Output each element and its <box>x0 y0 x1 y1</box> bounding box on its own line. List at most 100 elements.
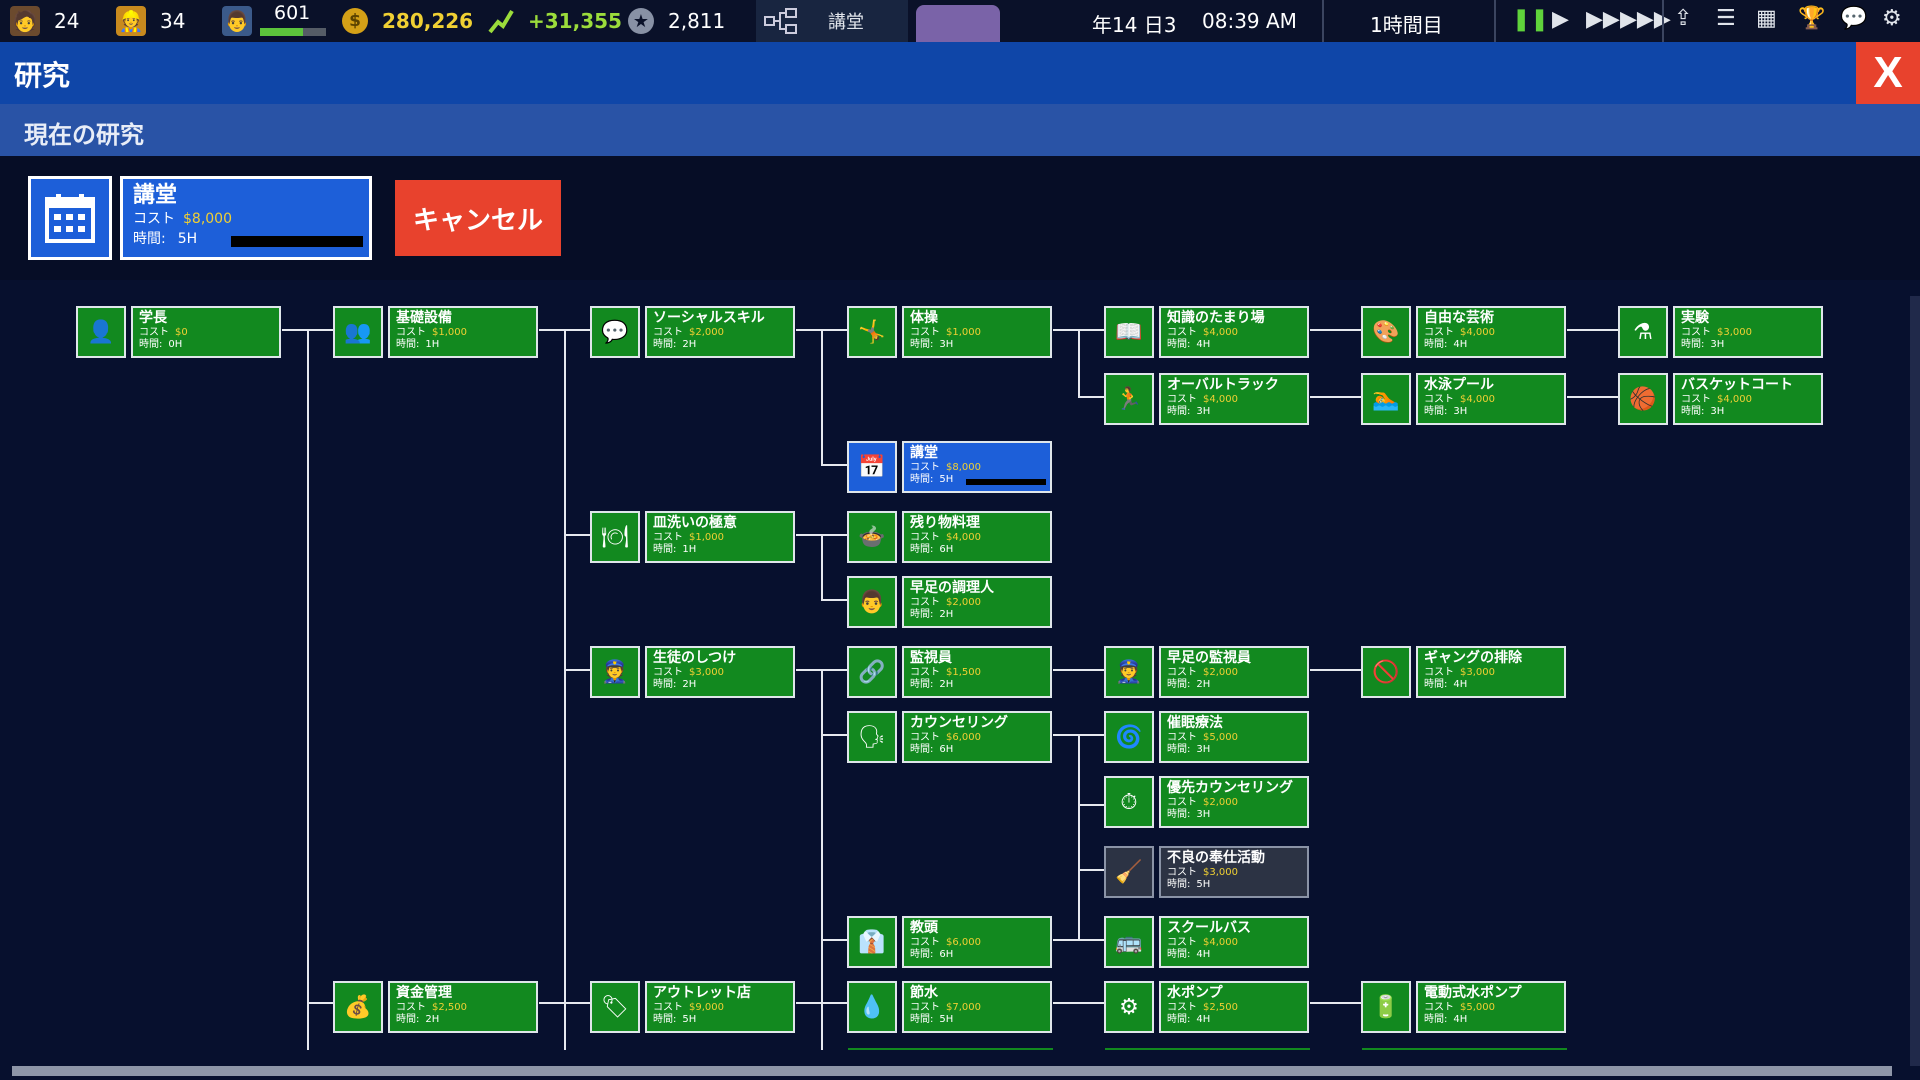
horizontal-scrollbar[interactable] <box>12 1066 1892 1076</box>
trophy-icon[interactable]: 🏆 <box>1798 6 1826 31</box>
gear-icon[interactable]: ⚙ <box>1882 6 1902 31</box>
close-button[interactable]: X <box>1856 42 1920 104</box>
fast-forward-button[interactable]: ▶▶ <box>1586 7 1620 32</box>
time-label: 時間: <box>396 1014 420 1025</box>
teacher-level: 601 <box>260 0 326 42</box>
pause-button[interactable]: ❚❚ <box>1512 7 1549 32</box>
cost-label: コスト <box>910 327 940 338</box>
research-name: オーバルトラック <box>1167 377 1279 393</box>
basic-icon: 👥 <box>333 306 383 358</box>
research-name: 皿洗いの極意 <box>653 515 737 531</box>
current-research-card[interactable]: 講堂 コスト$8,000 時間:5H <box>120 176 372 260</box>
research-time: 2H <box>939 679 954 690</box>
chat-icon[interactable]: 💬 <box>1840 6 1868 31</box>
grid-icon[interactable]: ▦ <box>1756 6 1777 31</box>
time-label: 時間: <box>1424 406 1448 417</box>
money-counter[interactable]: $ 280,226 <box>342 0 473 42</box>
coin-icon: $ <box>342 8 368 34</box>
research-time: 2H <box>1196 679 1211 690</box>
play-button[interactable]: ▶ <box>1552 7 1569 32</box>
research-time: 4H <box>1453 679 1468 690</box>
calendar-icon <box>28 176 112 260</box>
vertical-scrollbar[interactable] <box>1910 296 1920 1066</box>
students-counter[interactable]: 🧑 24 <box>10 0 79 42</box>
list-icon[interactable]: ☰ <box>1716 6 1736 31</box>
research-cost: $2,000 <box>689 327 724 338</box>
cost-label: コスト <box>910 937 940 948</box>
research-tab[interactable]: 講堂 <box>756 0 908 42</box>
income-counter[interactable]: +31,355 <box>488 0 622 42</box>
upload-icon[interactable]: ⇪ <box>1674 6 1693 31</box>
workers-counter[interactable]: 👷 34 <box>116 0 185 42</box>
service-icon: 🧹 <box>1104 846 1154 898</box>
priority-icon: ⏱ <box>1104 776 1154 828</box>
reputation-counter[interactable]: ★ 2,811 <box>628 0 725 42</box>
cancel-button[interactable]: キャンセル <box>395 180 561 256</box>
research-name: 節水 <box>910 985 938 1001</box>
research-time: 6H <box>939 544 954 555</box>
research-name: 水泳プール <box>1424 377 1494 393</box>
teacher-counter[interactable]: 👨 601 <box>222 0 326 42</box>
advisor-portrait[interactable] <box>916 0 1002 43</box>
